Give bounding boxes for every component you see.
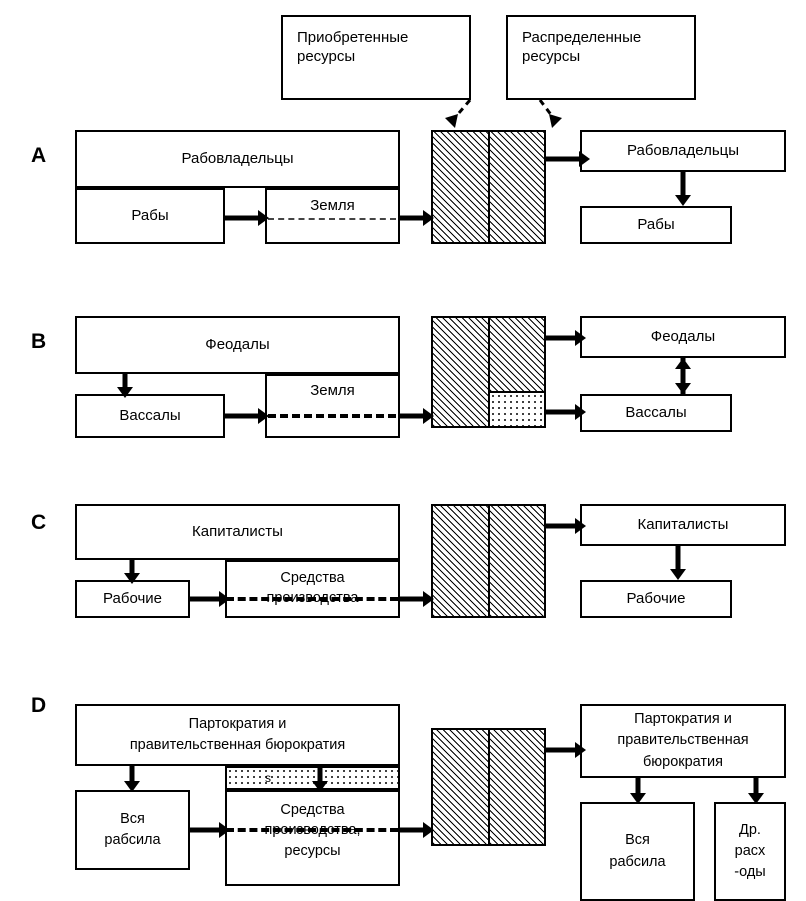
arrow-d-bureaucracy-to-labor — [124, 766, 140, 792]
resource-block-c-divider — [488, 506, 490, 616]
resource-block-b-horizontal-separator — [488, 391, 544, 393]
resource-block-c-left-hatched — [433, 506, 488, 616]
box-a-right-top: Рабовладельцы — [580, 130, 786, 172]
resource-block-a-divider — [488, 132, 490, 242]
box-c-labor: Рабочие — [75, 580, 190, 618]
box-a-means: Земля — [265, 188, 400, 244]
resource-block-b-divider — [488, 318, 490, 426]
arrow-c-capitalists-to-workers-right — [670, 546, 686, 580]
dashed-arrow-acquired — [445, 99, 472, 128]
resource-block-b-right-dotted — [490, 393, 544, 426]
row-label-b: B — [31, 330, 47, 353]
arrow-b-lords-to-vassals — [117, 374, 133, 398]
resource-block-d-right-hatched — [490, 730, 544, 844]
box-c-means: Средства производства — [225, 560, 400, 618]
dashed-line-d-means — [226, 828, 398, 832]
arrow-d-means-to-block — [400, 822, 434, 838]
arrow-b-labor-to-means — [225, 408, 269, 424]
row-label-a: A — [31, 144, 47, 167]
box-d-right-top: Партократия и правительственная бюрократ… — [580, 704, 786, 778]
resource-block-b — [431, 316, 546, 428]
arrow-b-lords-vassals-bidirectional — [675, 358, 691, 394]
box-b-right-top: Феодалы — [580, 316, 786, 358]
arrow-a-labor-to-means — [225, 210, 269, 226]
dashed-line-b-means — [268, 414, 396, 418]
resource-block-a-left-hatched — [433, 132, 488, 242]
row-label-c: C — [31, 511, 47, 534]
arrow-c-labor-to-means — [190, 591, 230, 607]
arrow-c-block-to-capitalists — [546, 518, 586, 534]
arrow-c-means-to-block — [400, 591, 434, 607]
box-a-left-top: Рабовладельцы — [75, 130, 400, 188]
box-d-labor: Вся рабсила — [75, 790, 190, 870]
row-label-d: D — [31, 694, 47, 717]
box-b-labor: Вассалы — [75, 394, 225, 438]
resource-block-d-left-hatched — [433, 730, 488, 844]
arrow-b-block-to-vassals — [546, 404, 586, 420]
resource-block-a — [431, 130, 546, 244]
arrow-c-capitalists-to-workers — [124, 560, 140, 584]
arrow-d-bureaucracy-to-labor-right — [630, 778, 646, 804]
arrow-d-block-to-bureaucracy — [546, 742, 586, 758]
arrow-b-means-to-block — [400, 408, 434, 424]
resource-block-c-right-hatched — [490, 506, 544, 616]
arrow-d-bureaucracy-to-other-right — [748, 778, 764, 804]
arrow-a-means-to-block — [400, 210, 434, 226]
box-a-labor: Рабы — [75, 188, 225, 244]
box-b-left-top: Феодалы — [75, 316, 400, 374]
box-c-right-bottom: Рабочие — [580, 580, 732, 618]
dashed-arrow-distributed — [538, 99, 562, 128]
box-d-right-bottom-2: Др. расх -оды — [714, 802, 786, 901]
box-distributed-resources: Распределенные ресурсы — [506, 15, 696, 100]
box-acquired-resources: Приобретенные ресурсы — [281, 15, 471, 100]
arrow-b-block-to-lords — [546, 330, 586, 346]
resource-block-a-right-hatched — [490, 132, 544, 242]
box-d-right-bottom: Вся рабсила — [580, 802, 695, 901]
box-b-right-bottom: Вассалы — [580, 394, 732, 432]
dashed-line-a-means — [268, 218, 396, 220]
resource-block-d — [431, 728, 546, 846]
arrow-a-block-to-owners — [546, 151, 590, 167]
box-d-means: Средства производства, ресурсы — [225, 790, 400, 886]
resource-block-d-divider — [488, 730, 490, 844]
arrow-a-owners-to-slaves — [675, 172, 691, 206]
resource-block-c — [431, 504, 546, 618]
arrow-d-labor-to-means — [190, 822, 230, 838]
box-b-means: Земля — [265, 374, 400, 438]
resource-block-b-left-hatched — [433, 318, 488, 426]
dashed-line-c-means — [226, 597, 398, 601]
box-c-left-top: Капиталисты — [75, 504, 400, 560]
surplus-strip-label: s — [265, 771, 271, 785]
arrow-d-bureaucracy-to-means — [312, 766, 328, 792]
box-c-right-top: Капиталисты — [580, 504, 786, 546]
surplus-strip-d: s — [225, 766, 400, 790]
box-a-right-bottom: Рабы — [580, 206, 732, 244]
box-d-left-top: Партократия и правительственная бюрократ… — [75, 704, 400, 766]
resource-block-b-right-hatched — [490, 318, 544, 391]
